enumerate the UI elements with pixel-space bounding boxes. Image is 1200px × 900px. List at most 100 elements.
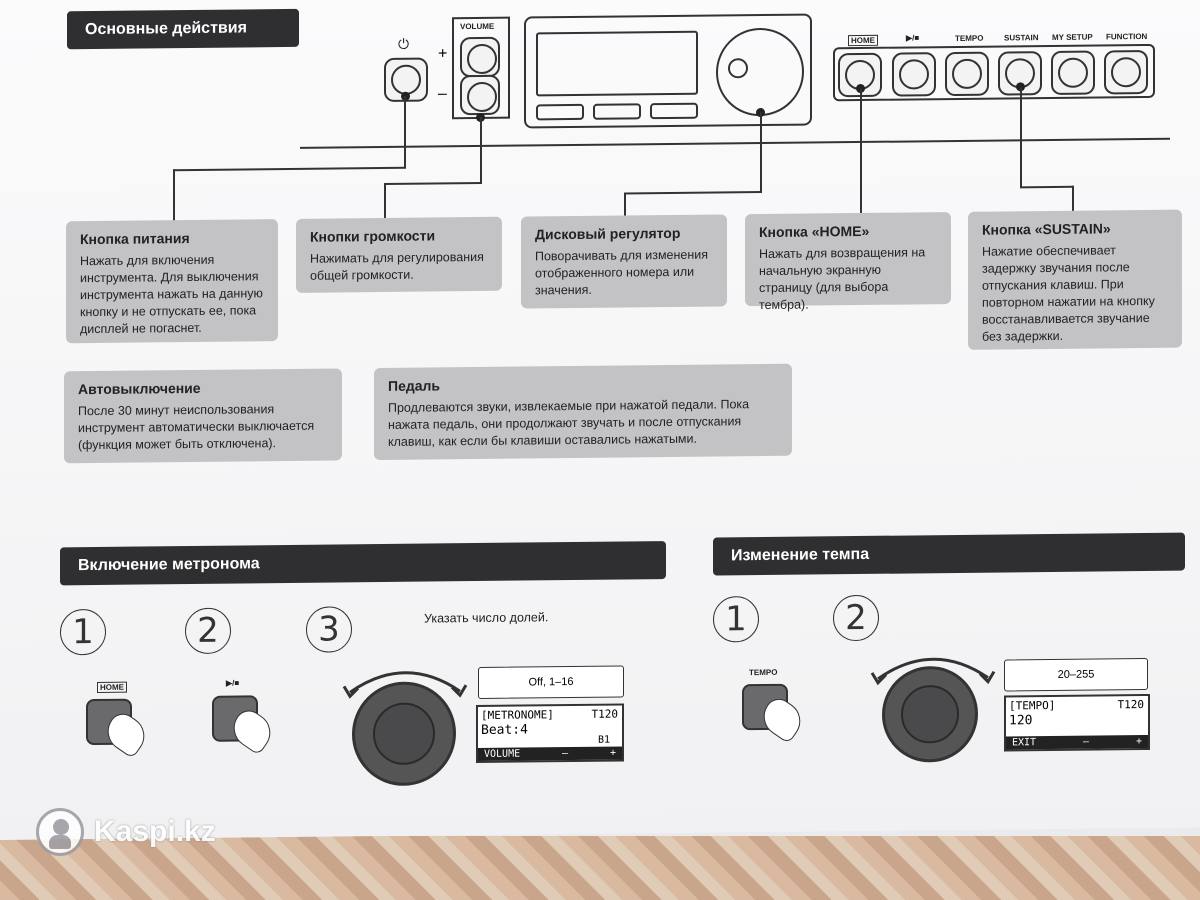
pedal-description: Педаль Продлеваются звуки, извлекаемые п… (374, 363, 792, 461)
function-button[interactable] (1104, 49, 1148, 95)
metronome-home-label: HOME (97, 681, 127, 693)
metronome-step-2: 2 (185, 607, 231, 655)
metronome-lcd: [METRONOME] T120 Beat:4 B1 VOLUME – + (476, 703, 624, 764)
lcd-bar-label: EXIT (1012, 737, 1037, 749)
rotate-arrow-icon (870, 657, 996, 686)
volume-down-button[interactable] (460, 74, 500, 116)
sustain-button-label: SUSTAIN (1004, 33, 1039, 43)
box-title: Кнопки громкости (310, 227, 436, 245)
box-title: Кнопка питания (80, 230, 190, 248)
volume-connector-h (384, 181, 482, 185)
kaspi-logo-icon (36, 808, 84, 856)
display-button-2[interactable] (593, 103, 641, 120)
section-title-tempo: Изменение темпа (731, 545, 870, 565)
auto-power-off-description: Автовыключение После 30 минут неиспользо… (64, 368, 342, 464)
section-header-metronome: Включение метронома (60, 541, 666, 586)
tempo-button-label: TEMPO (955, 33, 984, 43)
display-button-1[interactable] (536, 103, 584, 121)
power-icon: ⏻ (398, 35, 410, 52)
volume-minus-sign: – (438, 85, 447, 103)
box-title: Кнопка «SUSTAIN» (982, 220, 1111, 238)
sustain-connector-v (1020, 87, 1022, 188)
box-title: Автовыключение (78, 379, 201, 398)
power-connector-v (404, 95, 406, 168)
sustain-connector-h (1020, 185, 1074, 189)
function-button-label: FUNCTION (1106, 31, 1148, 42)
lcd-bar-plus: + (1135, 736, 1142, 748)
section-title-basic: Основные действия (85, 19, 247, 39)
volume-plus-sign: + (438, 45, 448, 63)
dial-connector-h (624, 191, 762, 195)
section-header-tempo: Изменение темпа (713, 532, 1185, 576)
section-title-metronome: Включение метронома (78, 555, 260, 575)
lcd-tempo: T120 (591, 707, 619, 721)
lcd-value: 120 (1009, 713, 1033, 729)
tempo-dial[interactable] (882, 665, 978, 763)
dial-connector-v (760, 112, 762, 193)
lcd-bottom-bar: EXIT – + (1006, 734, 1148, 750)
volume-connector-v (480, 116, 482, 183)
metronome-range-tip: Off, 1–16 (478, 665, 624, 699)
box-text: Поворачивать для изменения отображенного… (535, 247, 708, 298)
lcd-tempo: T120 (1117, 698, 1145, 712)
lcd-display (536, 30, 698, 97)
tempo-step-2: 2 (833, 594, 879, 642)
metronome-instruction: Указать число долей. (424, 610, 549, 626)
lcd-value: Beat:4 (481, 722, 528, 738)
home-connector-v (860, 88, 862, 213)
lcd-title: [METRONOME] (481, 708, 554, 722)
home-button-description: Кнопка «HOME» Нажать для возвращения на … (745, 212, 951, 312)
display-button-3[interactable] (650, 102, 698, 120)
box-text: Нажатие обеспечивает задержку звучания п… (982, 243, 1155, 344)
metronome-step-1: 1 (60, 608, 106, 656)
tempo-button[interactable] (945, 51, 989, 97)
dial-description: Дисковый регулятор Поворачивать для изме… (521, 214, 727, 309)
lcd-bar-label: VOLUME (484, 748, 521, 760)
sustain-button-description: Кнопка «SUSTAIN» Нажатие обеспечивает за… (968, 209, 1182, 350)
box-title: Кнопка «HOME» (759, 222, 870, 241)
box-text: Нажимать для регулирования общей громкос… (310, 249, 484, 283)
sustain-connector-down (1072, 185, 1074, 212)
my-setup-button[interactable] (1051, 50, 1095, 95)
carpet-background (0, 836, 1200, 900)
volume-connector-down (384, 182, 386, 219)
my-setup-button-label: MY SETUP (1052, 32, 1093, 42)
volume-label: VOLUME (460, 21, 495, 32)
box-text: После 30 минут неиспользования инструмен… (78, 402, 315, 453)
metronome-play-stop-label: ▶/■ (226, 678, 240, 688)
tempo-range-tip: 20–255 (1004, 657, 1148, 692)
lcd-title: [TEMPO] (1009, 698, 1056, 713)
lcd-bottom-bar: VOLUME – + (478, 746, 622, 761)
box-title: Дисковый регулятор (535, 224, 681, 243)
power-connector-h (173, 166, 406, 172)
power-button-description: Кнопка питания Нажать для включения инст… (66, 219, 278, 344)
metronome-step-3: 3 (306, 606, 352, 653)
dial-connector-down (624, 192, 626, 217)
box-text: Продлеваются звуки, извлекаемые при нажа… (388, 397, 750, 449)
home-button-label: HOME (848, 34, 878, 47)
play-stop-button-label: ▶/■ (906, 33, 920, 43)
watermark-text: Kaspi.kz (94, 815, 216, 848)
tempo-lcd: [TEMPO] T120 120 EXIT – + (1004, 693, 1150, 752)
box-text: Нажать для возвращения на начальную экра… (759, 245, 926, 313)
lcd-bar-plus: + (609, 747, 616, 759)
panel-base-line (300, 137, 1170, 149)
section-header-basic: Основные действия (67, 8, 299, 50)
box-title: Педаль (388, 377, 441, 394)
lcd-sub: B1 (597, 734, 610, 746)
rotate-arrow-icon (342, 671, 468, 699)
lcd-bar-minus: – (562, 748, 569, 760)
power-connector-down (173, 169, 175, 222)
kaspi-watermark: Kaspi.kz (36, 808, 216, 856)
box-text: Нажать для включения инструмента. Для вы… (80, 252, 263, 337)
manual-sheet: Основные действия ⏻ VOLUME + – HOME ▶/■ … (0, 0, 1200, 840)
play-stop-button[interactable] (892, 52, 936, 97)
volume-buttons-description: Кнопки громкости Нажимать для регулирова… (296, 216, 502, 293)
tempo-step-1: 1 (713, 596, 759, 643)
lcd-bar-minus: – (1083, 736, 1090, 748)
volume-up-button[interactable] (460, 36, 500, 78)
dial-inner (728, 58, 748, 79)
metronome-dial[interactable] (352, 681, 456, 787)
tempo-button-label-2: TEMPO (749, 667, 778, 678)
